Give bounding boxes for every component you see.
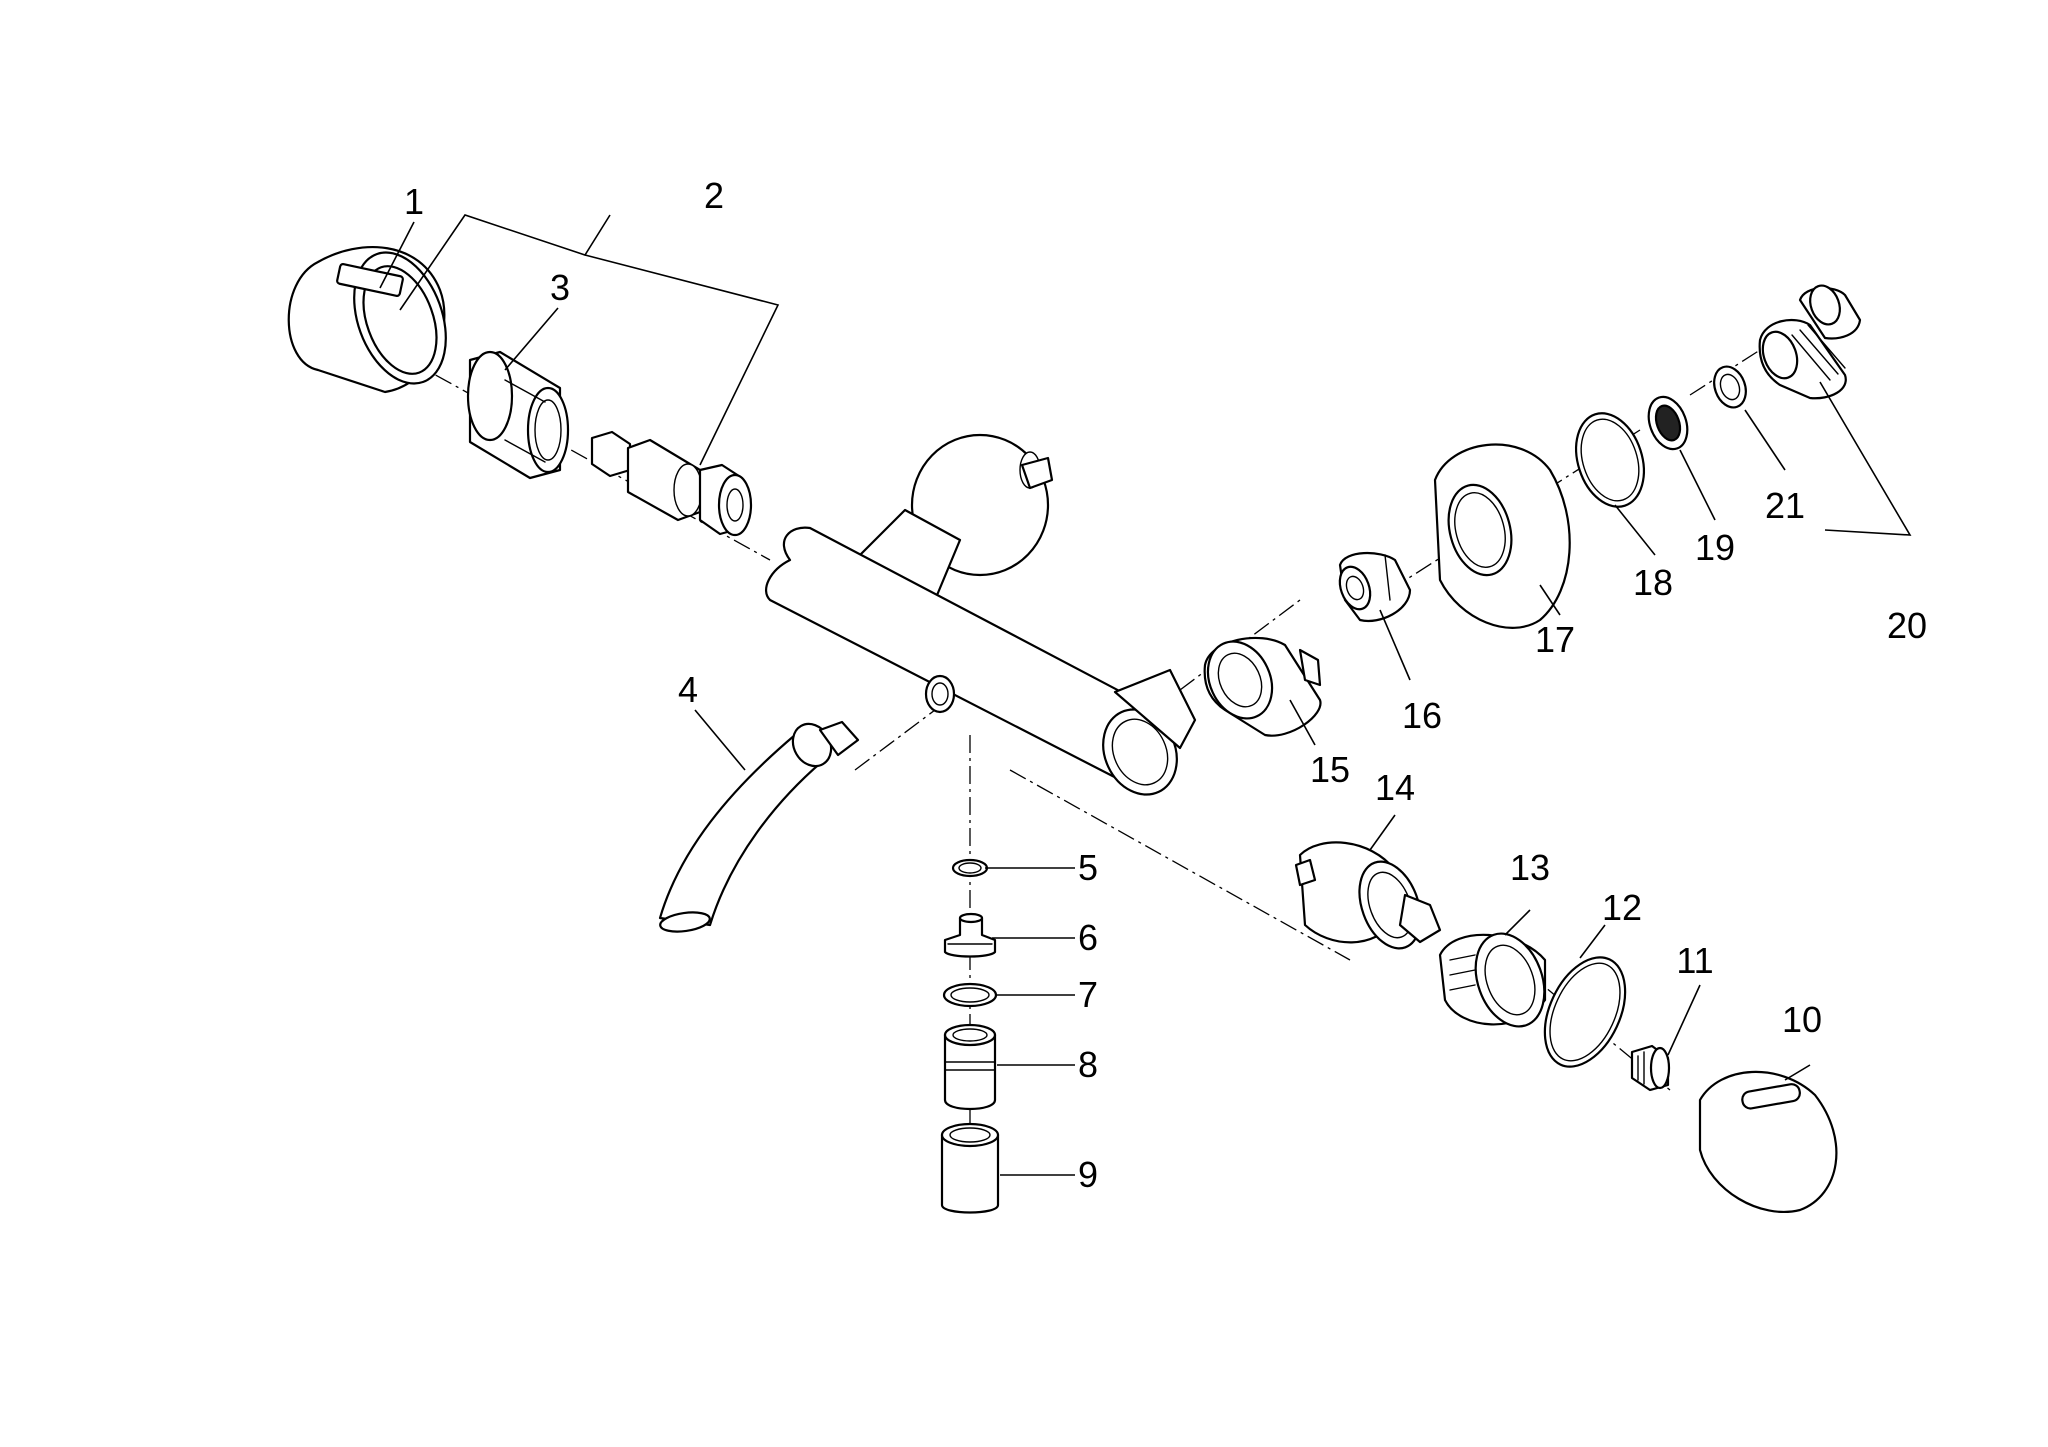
threaded-nipple xyxy=(943,912,997,958)
callout-13: 13 xyxy=(1510,847,1550,888)
callout-18: 18 xyxy=(1633,562,1673,603)
handle-knob-left xyxy=(287,245,447,394)
handle-knob-right xyxy=(1698,1070,1838,1213)
diverter-cartridge xyxy=(1338,551,1412,623)
spline-adapter xyxy=(1630,1044,1671,1092)
callout-9: 9 xyxy=(1078,1154,1098,1195)
aerator xyxy=(943,1023,997,1110)
callout-2: 2 xyxy=(704,175,724,216)
aerator-housing xyxy=(940,1122,1000,1214)
leader-lines xyxy=(379,214,1912,1176)
callout-10: 10 xyxy=(1782,999,1822,1040)
callout-labels: 1 2 3 4 5 6 7 8 9 10 11 12 13 14 15 16 1… xyxy=(404,175,1927,1195)
callout-14: 14 xyxy=(1375,767,1415,808)
callout-15: 15 xyxy=(1310,749,1350,790)
spout xyxy=(658,720,860,933)
callout-16: 16 xyxy=(1402,695,1442,736)
callout-1: 1 xyxy=(404,181,424,222)
callout-17: 17 xyxy=(1535,619,1575,660)
mixing-cartridge xyxy=(1294,841,1442,950)
o-ring-small xyxy=(951,858,989,878)
callout-12: 12 xyxy=(1602,887,1642,928)
o-ring-large xyxy=(942,982,998,1008)
callout-11: 11 xyxy=(1676,940,1713,981)
callout-8: 8 xyxy=(1078,1044,1098,1085)
adapter-bush xyxy=(466,350,570,480)
washer xyxy=(1713,365,1747,409)
wall-rosette xyxy=(1433,443,1571,629)
extension-sleeve xyxy=(1203,636,1322,737)
callout-6: 6 xyxy=(1078,917,1098,958)
callout-19: 19 xyxy=(1695,527,1735,568)
o-ring-rosette xyxy=(1575,412,1645,508)
threaded-ring xyxy=(1438,932,1547,1028)
valve-cartridge xyxy=(590,430,753,537)
callout-20: 20 xyxy=(1887,605,1927,646)
eccentric-connector xyxy=(1758,284,1862,400)
callout-4: 4 xyxy=(678,669,698,710)
callout-3: 3 xyxy=(550,267,570,308)
callout-7: 7 xyxy=(1078,974,1098,1015)
o-ring-large-right xyxy=(1543,956,1627,1068)
faucet-body xyxy=(764,433,1197,796)
strainer xyxy=(1647,395,1689,451)
callout-21: 21 xyxy=(1765,485,1805,526)
callout-5: 5 xyxy=(1078,847,1098,888)
